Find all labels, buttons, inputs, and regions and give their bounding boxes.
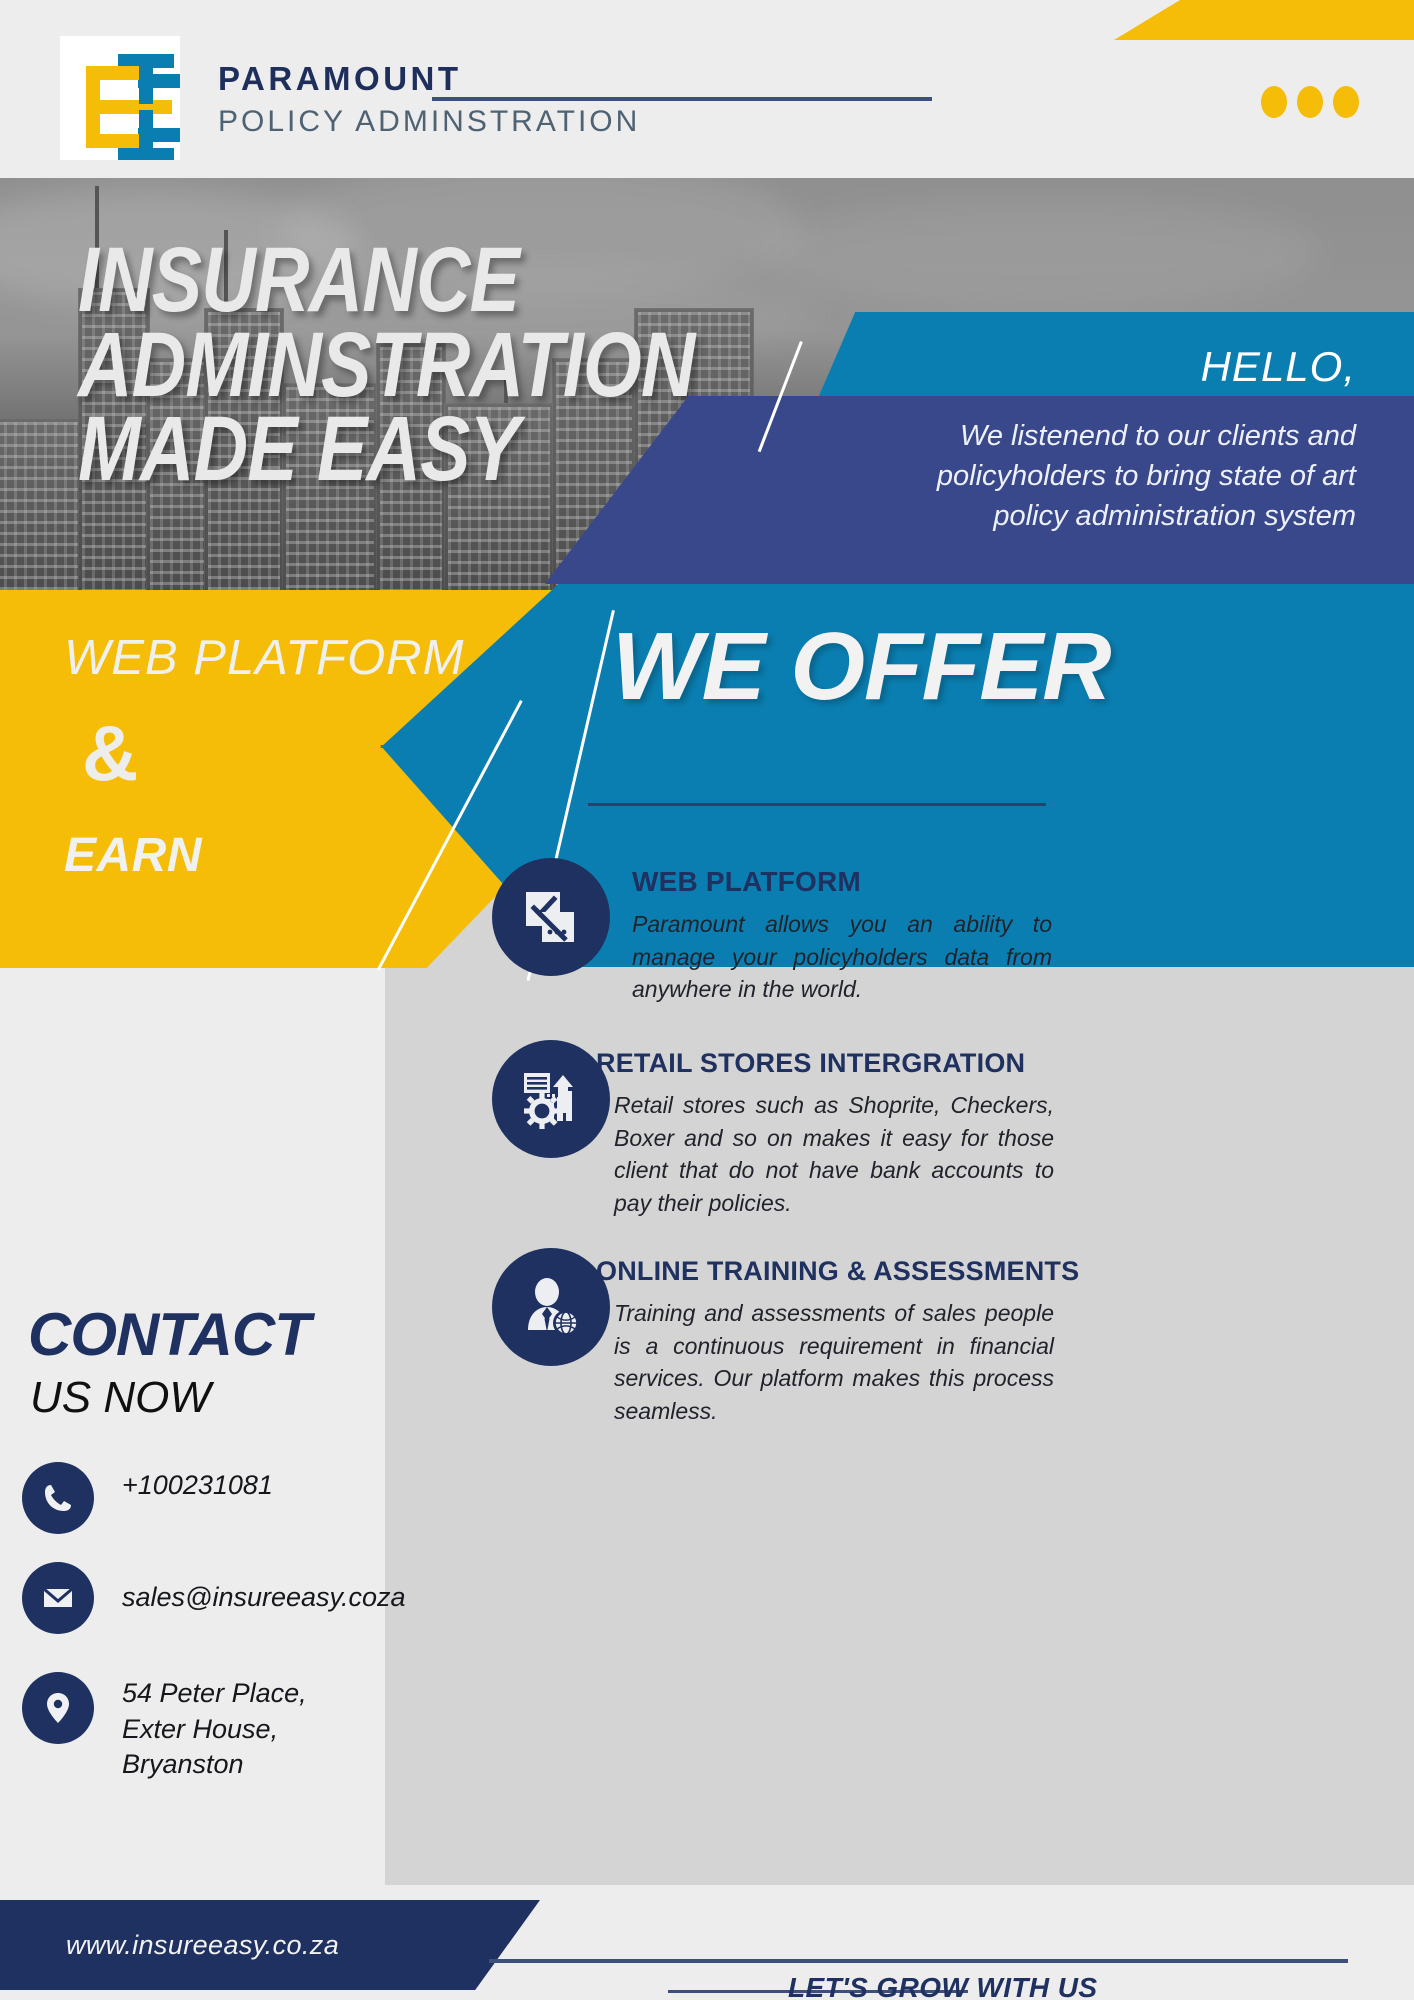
footer-rule-short: [668, 1990, 968, 1993]
hero-headline: INSURANCE ADMINSTRATION MADE EASY: [78, 229, 695, 501]
offer-description: Retail stores such as Shoprite, Checkers…: [614, 1092, 1054, 1216]
brand-divider-rule: [432, 97, 932, 101]
footer-website-url[interactable]: www.insureeasy.co.za: [66, 1930, 340, 1960]
email-address: sales@insureeasy.coza: [122, 1582, 406, 1612]
offer-body: WEB PLATFORM Paramount allows you an abi…: [632, 858, 1052, 1006]
we-offer-blue-banner-top: [380, 558, 1414, 748]
contact-subtitle: US NOW: [30, 1373, 211, 1422]
offer-description: Training and assessments of sales people…: [614, 1300, 1054, 1424]
person-globe-icon: [492, 1248, 610, 1366]
we-offer-heading: WE OFFER: [612, 613, 1112, 720]
footer-tagline: LET'S GROW WITH US: [788, 1972, 1098, 2000]
phone-number: +100231081: [122, 1470, 273, 1500]
paramount-logo-mark: [86, 54, 180, 160]
hello-navy-banner: [545, 396, 1414, 584]
footer-url-banner: [0, 1900, 540, 1990]
contact-row-phone[interactable]: +100231081: [22, 1462, 273, 1534]
header-dot: [1333, 86, 1359, 118]
web-platform-heading: WEB PLATFORM: [64, 631, 465, 685]
envelope-icon: [22, 1562, 94, 1634]
earn-heading: EARN: [64, 829, 203, 882]
footer-rule-long: [489, 1959, 1348, 1963]
cloud-shape: [280, 178, 800, 298]
building-shape: [282, 383, 378, 608]
brand-name: PARAMOUNT: [218, 60, 462, 97]
building-shape: [444, 403, 554, 608]
building-shape: [146, 358, 210, 608]
offer-body: RETAIL STORES INTERGRATION Retail stores…: [596, 1040, 1054, 1220]
header-dot: [1297, 86, 1323, 118]
contact-title: CONTACT: [28, 1301, 311, 1368]
cloud-shape: [760, 198, 1320, 308]
brand-lockup: PARAMOUNT POLICY ADMINSTRATION: [218, 62, 640, 137]
offer-item: WEB PLATFORM Paramount allows you an abi…: [492, 858, 1052, 1006]
offer-title: WEB PLATFORM: [632, 866, 861, 897]
hello-label: HELLO,: [1200, 343, 1356, 390]
building-shape: [204, 308, 284, 608]
location-pin-icon: [22, 1672, 94, 1744]
offer-item: RETAIL STORES INTERGRATION Retail stores…: [492, 1040, 1054, 1220]
contact-row-email[interactable]: sales@insureeasy.coza: [22, 1562, 406, 1634]
logo-container[interactable]: [60, 36, 180, 160]
document-check-icon: [492, 858, 610, 976]
brand-subtitle: POLICY ADMINSTRATION: [218, 105, 641, 138]
building-shape: [376, 343, 446, 608]
header-dot: [1261, 86, 1287, 118]
cloud-shape: [0, 188, 360, 308]
postal-address: 54 Peter Place, Exter House, Bryanston: [122, 1678, 307, 1780]
antenna-shape: [224, 230, 228, 320]
gear-chart-icon: [492, 1040, 610, 1158]
contact-row-address[interactable]: 54 Peter Place, Exter House, Bryanston: [22, 1672, 307, 1783]
offer-description: Paramount allows you an ability to manag…: [632, 911, 1052, 1003]
offer-title: RETAIL STORES INTERGRATION: [596, 1048, 1026, 1078]
phone-icon: [22, 1462, 94, 1534]
offers-divider-rule: [588, 803, 1046, 806]
offer-title: ONLINE TRAINING & ASSESSMENTS: [596, 1256, 1080, 1286]
building-shape: [78, 288, 150, 608]
antenna-shape: [95, 186, 99, 296]
header-dot-group: [1261, 86, 1359, 118]
offer-body: ONLINE TRAINING & ASSESSMENTS Training a…: [596, 1248, 1079, 1428]
offer-item: ONLINE TRAINING & ASSESSMENTS Training a…: [492, 1248, 1079, 1428]
ampersand-symbol: &: [82, 709, 139, 797]
hello-description: We listenend to our clients and policyho…: [936, 420, 1356, 533]
